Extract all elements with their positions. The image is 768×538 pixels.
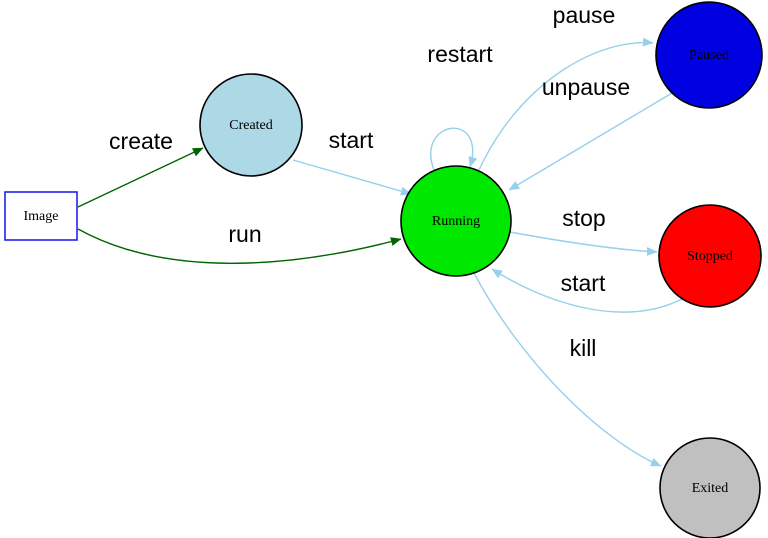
node-shape-created[interactable]	[199, 73, 303, 177]
edge-label-start-created: start	[329, 127, 374, 153]
edge-label-stop: stop	[562, 205, 605, 231]
node-exited[interactable]: Exited	[659, 437, 761, 538]
edge-label-create: create	[109, 128, 173, 154]
edge-stop	[509, 231, 658, 256]
node-label-image: Image	[24, 209, 59, 224]
edge-label-unpause: unpause	[542, 74, 630, 100]
node-paused[interactable]: Paused	[655, 1, 763, 109]
node-shape-exited[interactable]	[659, 437, 761, 538]
edge-restart	[430, 127, 478, 171]
edge-label-restart: restart	[427, 41, 493, 67]
node-label-paused: Paused	[689, 48, 729, 63]
edge-unpause	[508, 92, 673, 191]
node-label-running: Running	[432, 214, 480, 229]
edge-label-start-stopped: start	[561, 270, 606, 296]
node-shape-stopped[interactable]	[658, 204, 762, 308]
edge-start-created	[292, 159, 412, 196]
node-stopped[interactable]: Stopped	[658, 204, 762, 308]
node-label-created: Created	[229, 118, 273, 133]
edge-pause	[477, 37, 654, 173]
node-shape-paused[interactable]	[655, 1, 763, 109]
edges-layer	[77, 37, 683, 467]
node-shape-image[interactable]	[4, 191, 78, 241]
edge-label-pause: pause	[553, 2, 616, 28]
edge-start-stopped	[491, 268, 683, 313]
node-running[interactable]: Running	[400, 165, 512, 277]
edge-labels-layer: create run start restart pause unpause stop sta…	[109, 2, 630, 361]
node-label-exited: Exited	[692, 481, 729, 496]
edge-create	[77, 147, 204, 208]
edge-label-kill: kill	[570, 335, 597, 361]
node-label-stopped: Stopped	[687, 249, 733, 264]
edge-kill	[473, 272, 662, 467]
edge-run	[77, 228, 402, 264]
node-shape-running[interactable]	[400, 165, 512, 277]
edge-label-run: run	[228, 221, 261, 247]
node-image[interactable]: Image	[4, 191, 78, 241]
node-created[interactable]: Created	[199, 73, 303, 177]
